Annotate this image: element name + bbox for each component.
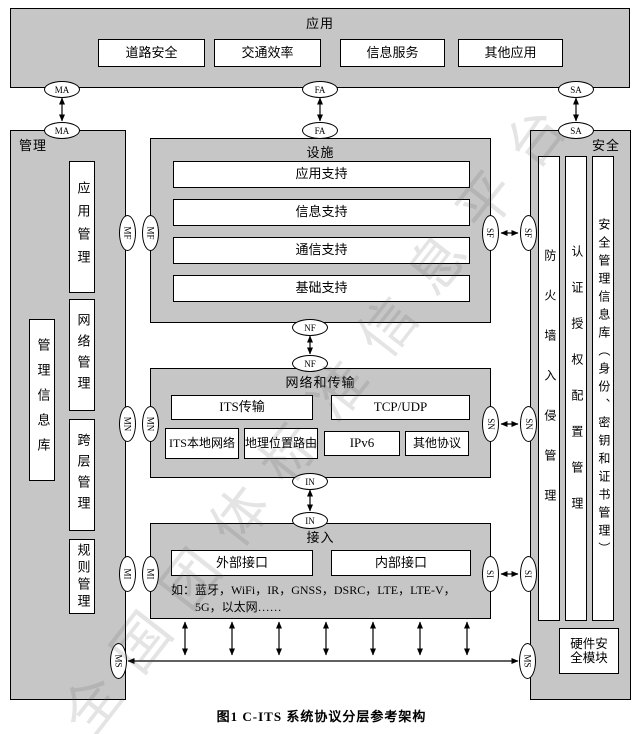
access-examples-note: 如：蓝牙，WiFi，IR，GNSS，DSRC，LTE，LTE-V，5G，以太网……: [171, 583, 456, 614]
box-its-local-network: ITS本地网络: [165, 428, 239, 459]
connector-mn-right: MN: [142, 406, 159, 442]
box-communication-support: 通信支持: [173, 237, 470, 264]
box-firewall-intrusion-management: 防火墙入侵管理: [538, 156, 560, 621]
box-traffic-efficiency: 交通效率: [214, 39, 321, 67]
box-external-interface: 外部接口: [171, 550, 313, 576]
box-application-management: 应用管理: [69, 161, 95, 293]
connector-mf-right: MF: [142, 215, 159, 251]
box-auth-authorization-config-management: 认证授权配置管理: [565, 156, 587, 621]
box-security-management-information-base: 安全管理信息库（身份、密钥和证书管理）: [592, 156, 614, 621]
connector-sf-right: SF: [520, 215, 537, 251]
connector-si-left: SI: [482, 556, 499, 592]
box-ipv6: IPv6: [324, 431, 400, 456]
box-network-management: 网络管理: [69, 299, 95, 411]
box-tcp-udp: TCP/UDP: [331, 395, 470, 420]
access-layer: 接入 外部接口 内部接口 如：蓝牙，WiFi，IR，GNSS，DSRC，LTE，…: [150, 523, 491, 619]
box-other-applications: 其他应用: [458, 39, 563, 67]
box-rule-management: 规则管理: [69, 539, 95, 614]
network-transport-layer-title: 网络和传输: [285, 375, 356, 390]
connector-mn-left: MN: [119, 406, 136, 442]
connector-sa-lower: SA: [558, 122, 594, 139]
connector-fa-upper: FA: [302, 81, 338, 98]
box-management-information-base: 管理信息库: [29, 319, 55, 481]
box-internal-interface: 内部接口: [331, 550, 471, 576]
connector-mi-right: MI: [142, 556, 159, 592]
connector-sa-upper: SA: [558, 81, 594, 98]
connector-in-upper: IN: [292, 473, 328, 490]
box-cross-layer-management: 跨层管理: [69, 419, 95, 531]
security-layer: 安全 防火墙入侵管理 认证授权配置管理 安全管理信息库（身份、密钥和证书管理） …: [530, 130, 631, 700]
box-information-service: 信息服务: [340, 39, 445, 67]
box-hardware-security-module: 硬件安全模块: [559, 628, 619, 674]
management-layer-title: 管理: [19, 138, 48, 153]
connector-sf-left: SF: [482, 215, 499, 251]
connector-ma-upper: MA: [44, 81, 80, 98]
management-layer: 管理 应用管理 网络管理 跨层管理 规则管理 管理信息库: [10, 130, 126, 700]
connector-nf-lower: NF: [292, 355, 328, 372]
box-basic-support: 基础支持: [173, 275, 470, 302]
box-information-support: 信息支持: [173, 199, 470, 226]
connector-fa-lower: FA: [302, 122, 338, 139]
connector-si-right: SI: [520, 556, 537, 592]
facilities-layer-title: 设施: [306, 145, 335, 160]
connector-ms-right: MS: [519, 643, 536, 679]
box-application-support: 应用支持: [173, 161, 470, 188]
connector-sn-right: SN: [520, 406, 537, 442]
box-its-transport: ITS传输: [171, 395, 313, 420]
connector-sn-left: SN: [482, 406, 499, 442]
access-layer-title: 接入: [306, 530, 335, 545]
connector-in-lower: IN: [292, 512, 328, 529]
facilities-layer: 设施 应用支持 信息支持 通信支持 基础支持: [150, 138, 491, 323]
box-geographic-routing: 地理位置路由: [244, 428, 318, 459]
connector-mi-left: MI: [119, 556, 136, 592]
connector-ms-left: MS: [110, 643, 127, 679]
box-road-safety: 道路安全: [98, 39, 205, 67]
connector-mf-left: MF: [119, 215, 136, 251]
network-transport-layer: 网络和传输 ITS传输 TCP/UDP ITS本地网络 地理位置路由 IPv6 …: [150, 368, 491, 478]
figure-caption: 图1 C-ITS 系统协议分层参考架构: [216, 709, 427, 724]
connector-nf-upper: NF: [292, 319, 328, 336]
hardware-security-module-label: 硬件安全模块: [570, 636, 608, 665]
application-layer: 应用 道路安全 交通效率 信息服务 其他应用: [10, 8, 630, 88]
security-layer-title: 安全: [591, 138, 620, 153]
connector-ma-lower: MA: [44, 122, 80, 139]
application-layer-title: 应用: [305, 16, 334, 31]
box-other-protocols: 其他协议: [405, 431, 469, 456]
